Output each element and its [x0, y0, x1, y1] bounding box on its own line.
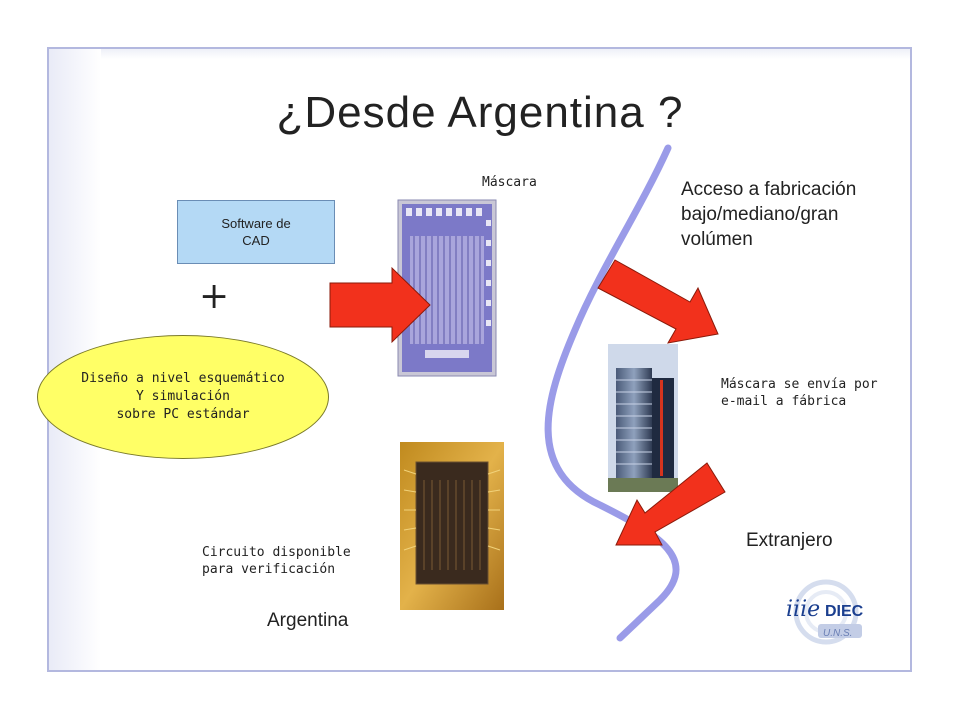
logo-swirl — [793, 579, 862, 645]
logo-sub: U.N.S. — [823, 628, 853, 639]
ellipse-line2: Y simulación — [136, 389, 230, 404]
logo-prefix: iiie — [786, 597, 821, 622]
acceso-line3: volúmen — [681, 229, 753, 250]
factory-building-photo — [608, 344, 678, 492]
mask-layout-image — [397, 199, 497, 377]
acceso-line1: Acceso a fabricación — [681, 179, 857, 200]
ellipse-line3: sobre PC estándar — [116, 407, 250, 422]
frame-shade-top — [49, 49, 910, 59]
envio-line1: Máscara se envía por — [721, 377, 878, 392]
slide-frame — [47, 47, 912, 672]
arrow-to-argentina — [615, 462, 726, 546]
cad-software-box: Software de CAD — [177, 200, 335, 264]
argentina-label: Argentina — [267, 610, 349, 631]
extranjero-label: Extranjero — [746, 530, 833, 551]
logo-name: DIEC — [825, 603, 864, 620]
schematic-design-ellipse: Diseño a nivel esquemático Y simulación … — [37, 335, 329, 459]
circuito-line1: Circuito disponible — [202, 545, 351, 560]
arrow-to-factory — [597, 259, 719, 344]
slide-title: ¿Desde Argentina ? — [276, 88, 684, 137]
arrow-right-to-mask — [329, 266, 431, 344]
cad-box-line2: CAD — [242, 233, 270, 248]
plus-sign: + — [199, 276, 230, 317]
border-curve — [544, 144, 680, 642]
mascara-label: Máscara — [482, 175, 537, 190]
acceso-fabricacion-text: Acceso a fabricación bajo/mediano/gran v… — [681, 177, 856, 252]
envio-text: Máscara se envía por e-mail a fábrica — [721, 376, 878, 410]
envio-line2: e-mail a fábrica — [721, 394, 847, 409]
circuito-text: Circuito disponible para verificación — [202, 544, 351, 578]
cad-box-line1: Software de — [221, 216, 291, 231]
ellipse-line1: Diseño a nivel esquemático — [81, 371, 285, 386]
chip-photo — [400, 442, 504, 610]
circuito-line2: para verificación — [202, 562, 336, 577]
acceso-line2: bajo/mediano/gran — [681, 204, 839, 225]
